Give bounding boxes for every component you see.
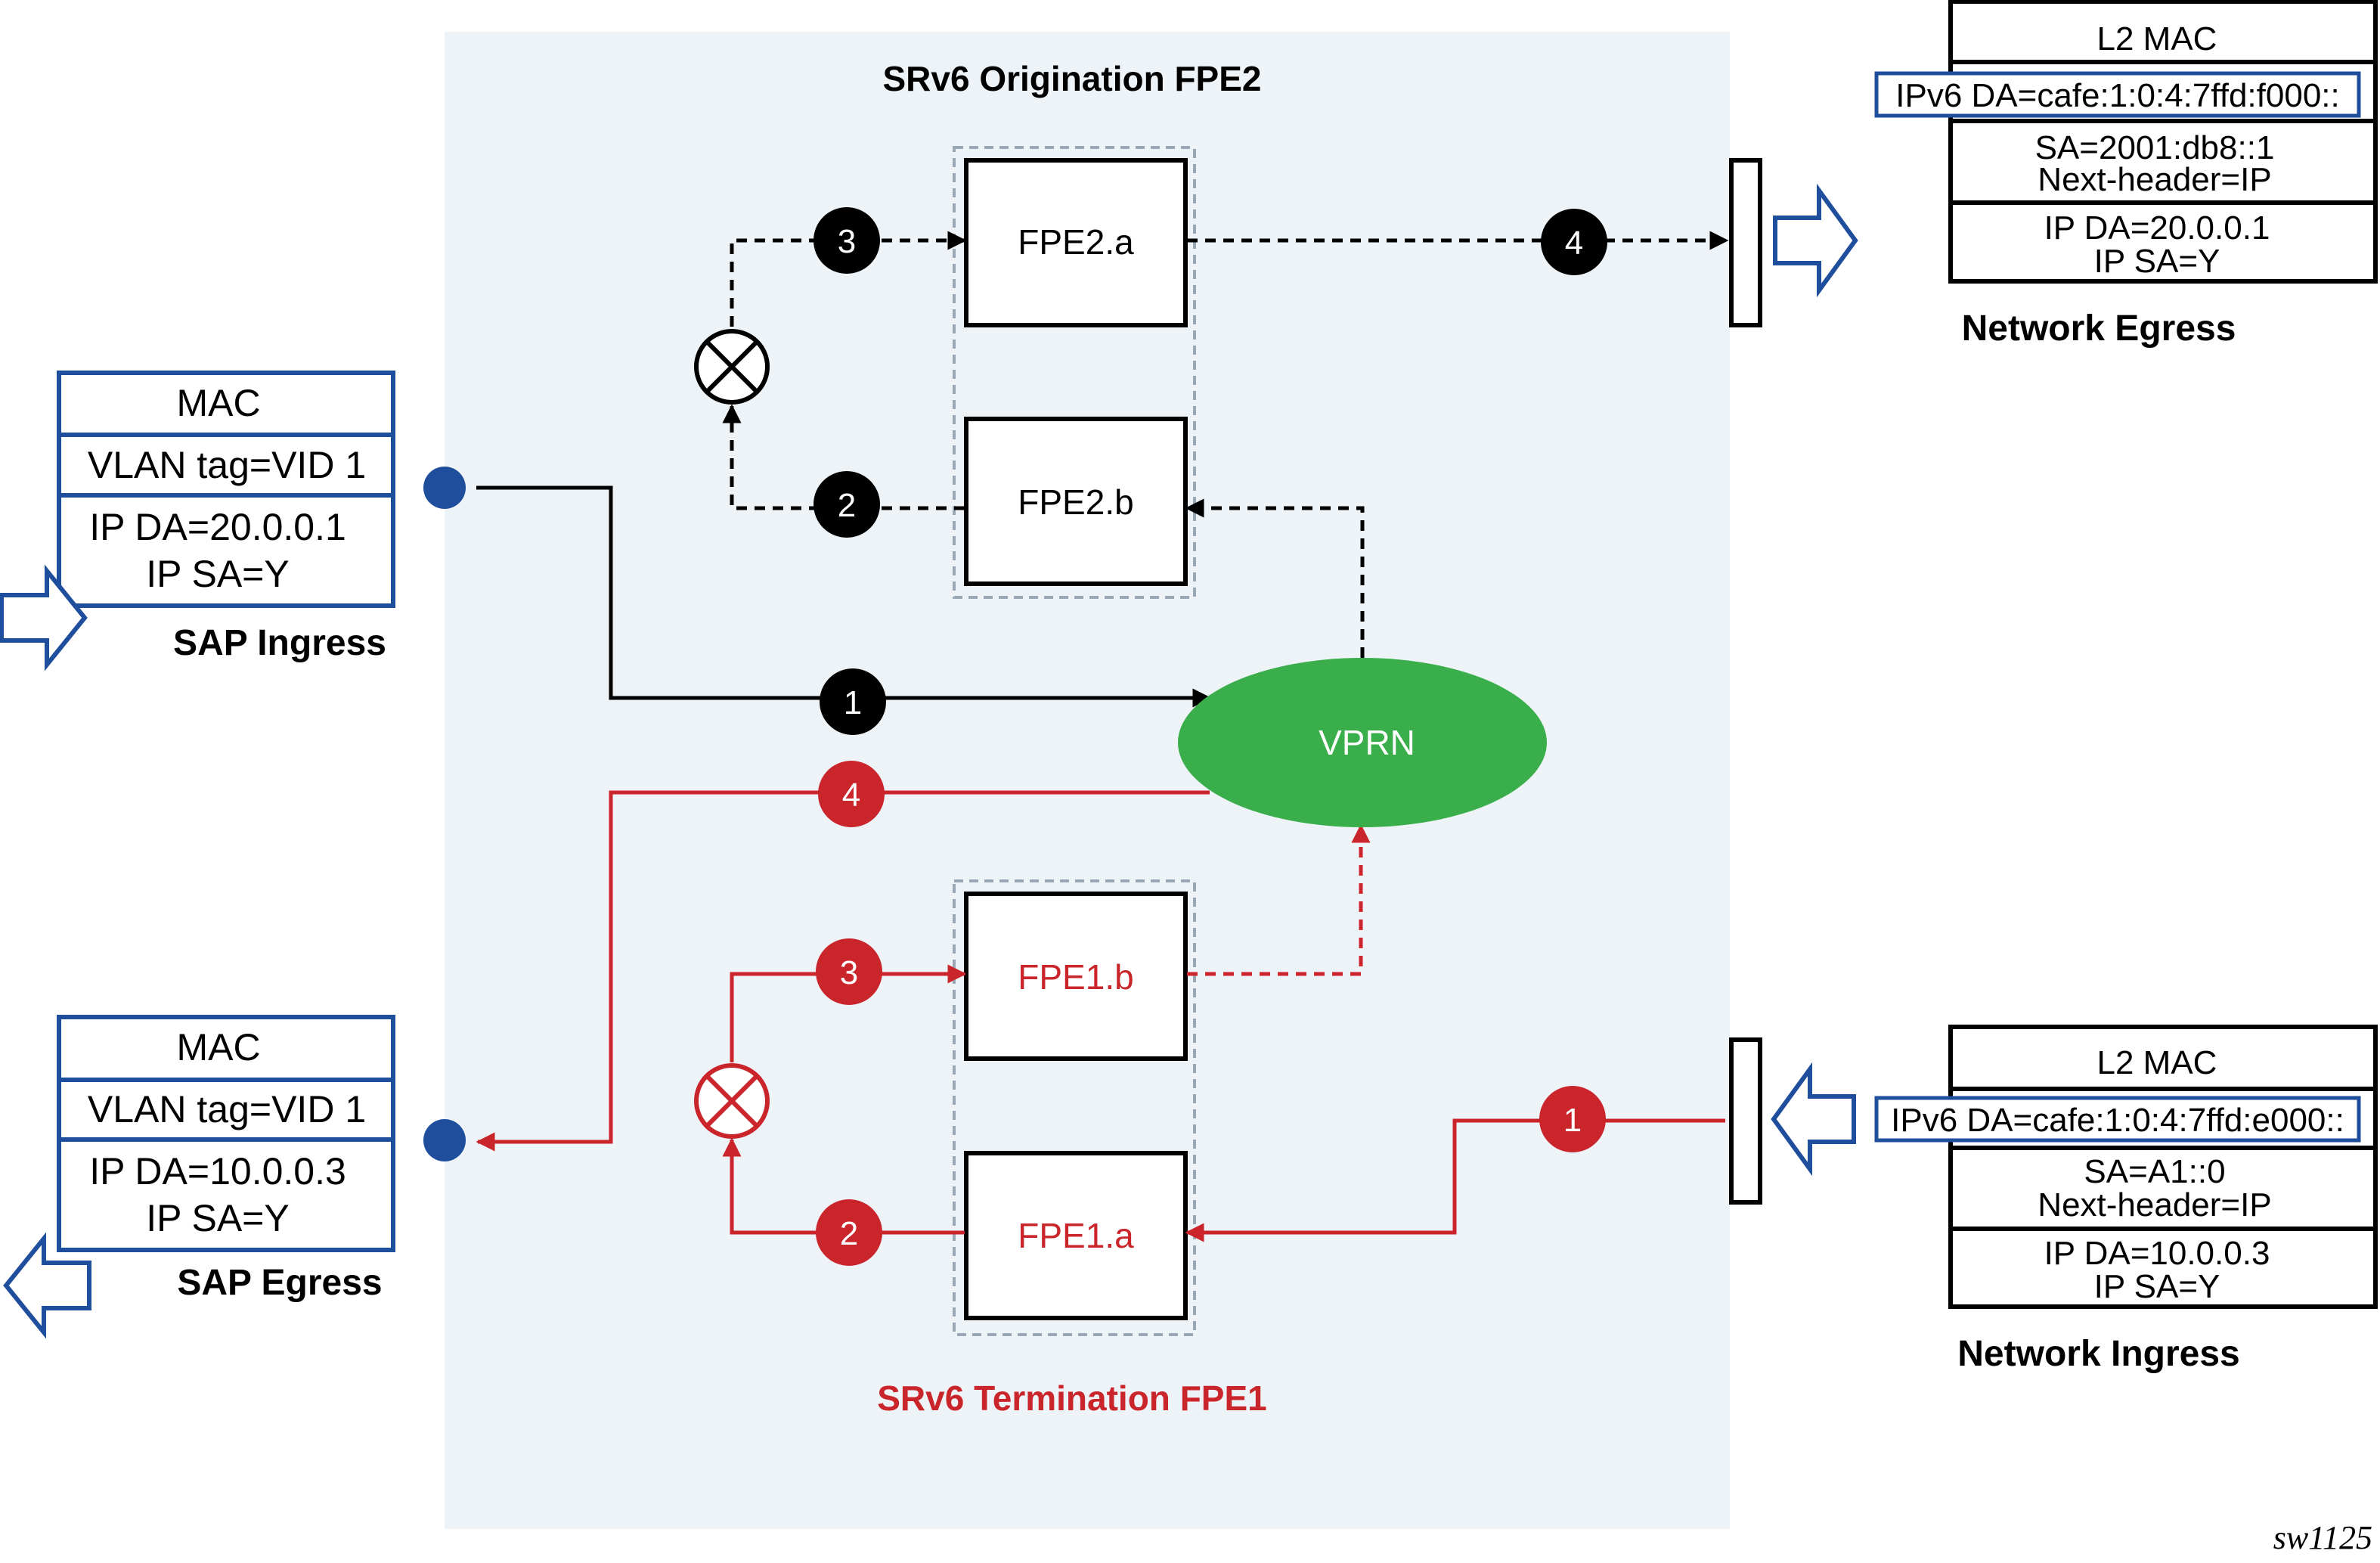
fpe2b-to-mixer-path: [722, 404, 965, 510]
sap-egress-arrow-icon: [3, 1232, 91, 1339]
step-label: 3: [840, 954, 858, 991]
sap-egress-label: SAP Egress: [177, 1263, 382, 1303]
fpe2a-box: FPE2.a: [964, 158, 1188, 327]
sap-egress-row-ipda: IP DA=10.0.0.3: [89, 1150, 346, 1192]
network-ingress-label: Network Ingress: [1957, 1334, 2239, 1374]
step-label: 2: [838, 487, 856, 524]
vprn-to-egress-path: [476, 790, 1210, 1152]
step-red-2: 2: [816, 1199, 882, 1266]
network-ingress-packet: L2 MAC IPv6 DA=cafe:1:0:4:7ffd:e000:: SA…: [1874, 1025, 2378, 1309]
network-egress-row-mac: L2 MAC: [2097, 20, 2217, 57]
step-red-3: 3: [816, 938, 882, 1005]
fpe2-group: [953, 146, 1196, 599]
network-ingress-arrow-icon: [1771, 1062, 1856, 1177]
step-red-1: 1: [1539, 1086, 1606, 1152]
fpe1b-box: FPE1.b: [964, 892, 1188, 1061]
step-label: 2: [840, 1215, 858, 1252]
network-egress-arrow-icon: [1773, 183, 1858, 298]
step-label: 1: [1563, 1102, 1582, 1139]
network-egress-packet: L2 MAC IPv6 DA=cafe:1:0:4:7ffd:f000:: SA…: [1874, 0, 2378, 284]
panel-title-bottom: SRv6 Termination FPE1: [877, 1378, 1267, 1418]
sap-ingress-label: SAP Ingress: [173, 623, 386, 663]
fpe1b-to-vprn-path: [1187, 823, 1371, 976]
fpe1a-box: FPE1.a: [964, 1151, 1188, 1320]
sap-ingress-row-ipsa: IP SA=Y: [146, 553, 289, 595]
fpe1b-label: FPE1.b: [1018, 957, 1133, 997]
network-ingress-row-nh: Next-header=IP: [2038, 1186, 2271, 1223]
network-egress-row-ipsa: IP SA=Y: [2094, 243, 2220, 280]
step-label: 4: [842, 777, 860, 814]
figure-id: sw1125: [2273, 1519, 2372, 1556]
sap-ingress-port: [423, 467, 466, 509]
ingress-to-vprn-path: [476, 485, 1212, 708]
step-black-2: 2: [813, 471, 880, 538]
network-egress-label: Network Egress: [1962, 309, 2236, 349]
step-black-1: 1: [820, 668, 886, 735]
fpe2b-box: FPE2.b: [964, 417, 1188, 586]
sap-ingress-arrow-icon: [0, 564, 88, 671]
vprn-label: VPRN: [1319, 723, 1415, 762]
sap-egress-row-vlan: VLAN tag=VID 1: [88, 1088, 366, 1130]
fpe1a-to-mixer-path: [722, 1137, 965, 1235]
network-ingress-row-sa: SA=A1::0: [2084, 1153, 2225, 1190]
panel-title-top: SRv6 Origination FPE2: [883, 59, 1262, 98]
network-egress-port: [1729, 158, 1762, 327]
network-egress-row-ipda: IP DA=20.0.0.1: [2044, 209, 2270, 247]
network-ingress-row-ipsa: IP SA=Y: [2094, 1268, 2220, 1305]
sap-egress-packet: MAC VLAN tag=VID 1 IP DA=10.0.0.3 IP SA=…: [57, 1015, 395, 1252]
sap-egress-row-mac: MAC: [176, 1026, 260, 1068]
sap-ingress-row-ipda: IP DA=20.0.0.1: [89, 506, 346, 548]
fpe1a-label: FPE1.a: [1018, 1216, 1134, 1255]
fpe2-mixer-icon: [694, 329, 770, 405]
step-label: 3: [838, 223, 856, 260]
sap-ingress-row-vlan: VLAN tag=VID 1: [88, 444, 366, 486]
network-ingress-row-ipda: IP DA=10.0.0.3: [2044, 1235, 2270, 1272]
network-egress-row-nh: Next-header=IP: [2038, 161, 2271, 198]
network-ingress-port: [1729, 1037, 1762, 1205]
network-ingress-row-mac: L2 MAC: [2097, 1044, 2217, 1081]
step-black-3: 3: [813, 207, 880, 274]
step-black-4: 4: [1541, 209, 1607, 275]
vprn-to-fpe2b-path: [1185, 498, 1365, 658]
vprn-node: VPRN: [1178, 658, 1547, 827]
fpe2b-label: FPE2.b: [1018, 482, 1133, 522]
step-label: 4: [1565, 225, 1583, 262]
fpe2a-label: FPE2.a: [1018, 222, 1134, 262]
sap-egress-port: [423, 1119, 466, 1161]
sap-egress-row-ipsa: IP SA=Y: [146, 1197, 289, 1239]
step-red-4: 4: [818, 761, 885, 827]
sap-ingress-packet: MAC VLAN tag=VID 1 IP DA=20.0.0.1 IP SA=…: [57, 371, 395, 608]
fpe1-mixer-icon: [694, 1063, 770, 1139]
network-ingress-row-ipv6da: IPv6 DA=cafe:1:0:4:7ffd:e000::: [1891, 1102, 2344, 1139]
network-egress-row-ipv6da: IPv6 DA=cafe:1:0:4:7ffd:f000::: [1895, 77, 2339, 114]
sap-ingress-row-mac: MAC: [176, 382, 260, 424]
mixer-to-fpe2a-path: [730, 231, 967, 327]
network-egress-row-sa: SA=2001:db8::1: [2035, 129, 2275, 166]
step-label: 1: [844, 684, 862, 721]
mixer-to-fpe1b-path: [730, 964, 967, 1062]
